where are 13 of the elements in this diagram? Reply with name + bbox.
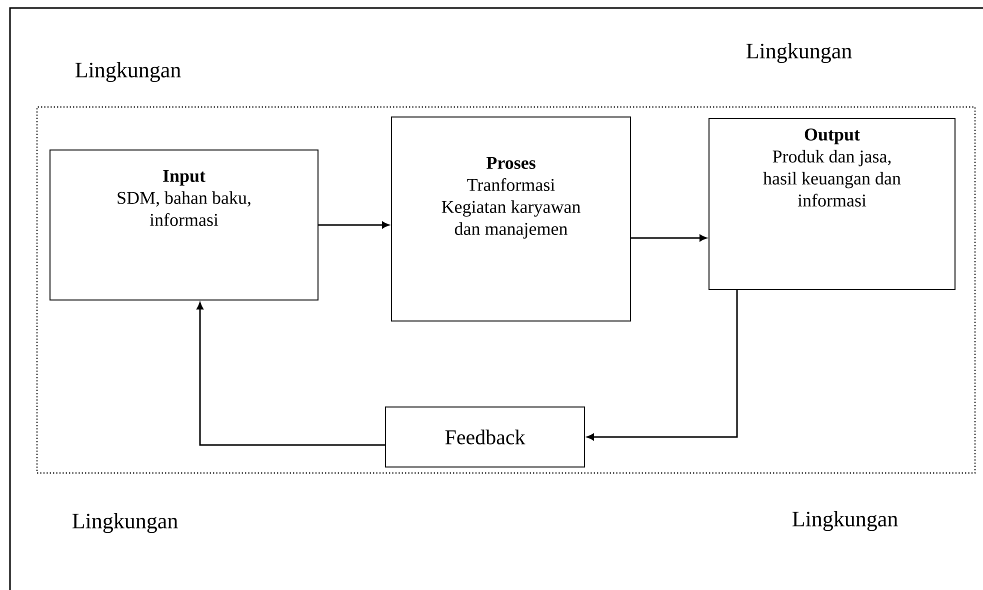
environment-label: Lingkungan: [75, 62, 181, 82]
feedback-box: Feedback: [385, 406, 585, 468]
environment-label: Lingkungan: [792, 511, 898, 532]
arrow: [196, 302, 385, 446]
process-box: Proses Tranformasi Kegiatan karyawan dan manajemen: [391, 116, 631, 322]
environment-label: Lingkungan: [746, 43, 852, 64]
environment-boundary: [36, 106, 976, 474]
process-box: Output Produk dan jasa, hasil keuangan dan informasi: [708, 118, 956, 290]
arrow: [631, 234, 707, 242]
environment-label: Lingkungan: [72, 513, 178, 534]
process-box: Input SDM, bahan baku, informasi: [50, 150, 318, 300]
arrow: [318, 222, 390, 228]
arrow: [586, 290, 738, 440]
